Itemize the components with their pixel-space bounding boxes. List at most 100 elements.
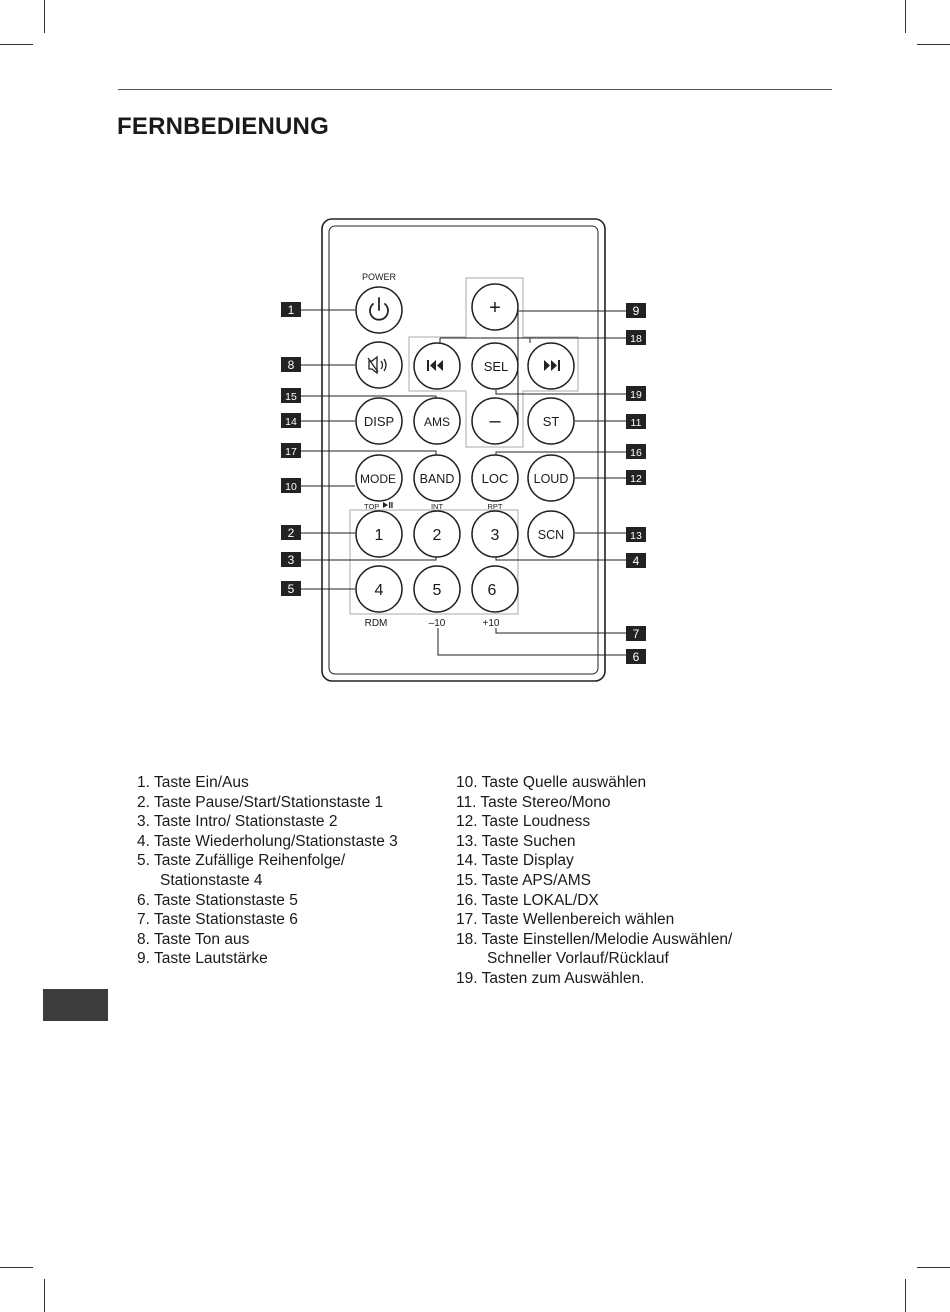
mode-button[interactable]	[355, 454, 403, 502]
svg-text:6: 6	[633, 650, 640, 664]
list-item: 17. Taste Wellenbereich wählen	[456, 911, 675, 929]
sel-button[interactable]	[471, 342, 519, 390]
mute-button[interactable]	[355, 341, 403, 389]
crop-mark	[905, 1279, 906, 1312]
band-button[interactable]	[413, 454, 461, 502]
preset-1-label: 1	[375, 527, 384, 544]
list-item: 13. Taste Suchen	[456, 832, 576, 850]
svg-text:18: 18	[630, 333, 642, 345]
remote-body-outer	[321, 218, 606, 682]
preset-6-button[interactable]	[471, 565, 519, 613]
preset-5-button[interactable]	[413, 565, 461, 613]
disp-label: DISP	[364, 414, 394, 429]
svg-text:10: 10	[285, 481, 297, 493]
list-item: 14. Taste Display	[456, 852, 574, 870]
minus-label: –	[489, 410, 501, 432]
callout-11: 11	[626, 414, 646, 429]
plus-label: +	[489, 297, 501, 319]
list-item: 10. Taste Quelle auswählen	[456, 774, 647, 791]
callout-14: 14	[281, 413, 301, 428]
list-item-continuation: Schneller Vorlauf/Rücklauf	[487, 950, 669, 968]
key-list-right: 10. Taste Quelle auswählen 11. Taste Ste…	[456, 773, 732, 989]
volume-minus-button[interactable]	[471, 397, 519, 445]
preset-3-label: 3	[491, 527, 500, 544]
list-item: 3. Taste Intro/ Stationstaste 2	[137, 813, 338, 831]
int-label: INT	[431, 502, 444, 511]
loc-label: LOC	[482, 471, 509, 486]
svg-text:4: 4	[633, 554, 640, 568]
volume-group-outline	[408, 277, 579, 448]
st-button[interactable]	[527, 397, 575, 445]
list-item: 9. Taste Lautstärke	[137, 950, 268, 968]
callout-8: 8	[281, 357, 301, 372]
list-item: 5. Taste Zufällige Reihenfolge/	[137, 852, 346, 870]
svg-text:13: 13	[630, 530, 642, 542]
remote-body-inner	[328, 225, 599, 675]
callout-18: 18	[626, 330, 646, 345]
disp-button[interactable]	[355, 397, 403, 445]
svg-text:19: 19	[630, 389, 642, 401]
scn-button[interactable]	[527, 510, 575, 558]
plus10-label: +10	[483, 618, 500, 629]
callout-2: 2	[281, 525, 301, 540]
svg-text:8: 8	[288, 358, 295, 372]
callout-3: 3	[281, 552, 301, 567]
svg-text:5: 5	[288, 582, 295, 596]
callout-5: 5	[281, 581, 301, 596]
volume-plus-button[interactable]	[471, 283, 519, 331]
mode-label: MODE	[360, 472, 396, 486]
svg-text:3: 3	[288, 553, 295, 567]
callout-12: 12	[626, 470, 646, 485]
callout-15: 15	[281, 388, 301, 403]
number-group-outline	[349, 509, 519, 615]
preset-3-button[interactable]	[471, 510, 519, 558]
next-icon	[544, 360, 560, 371]
loud-button[interactable]	[527, 454, 575, 502]
preset-2-label: 2	[433, 527, 442, 544]
crop-mark	[917, 44, 950, 45]
speaker-mute-icon	[367, 355, 387, 375]
list-item: 15. Taste APS/AMS	[456, 871, 591, 889]
svg-text:2: 2	[288, 526, 295, 540]
band-label: BAND	[420, 472, 455, 486]
key-list-left: 1. Taste Ein/Aus 2. Taste Pause/Start/St…	[137, 773, 398, 969]
list-item: 2. Taste Pause/Start/Stationstaste 1	[137, 793, 384, 811]
preset-4-button[interactable]	[355, 565, 403, 613]
previous-icon	[427, 360, 443, 371]
rdm-label: RDM	[365, 618, 388, 629]
svg-text:17: 17	[285, 446, 297, 458]
list-item: 8. Taste Ton aus	[137, 930, 250, 948]
language-tab-marker	[43, 989, 108, 1021]
rpt-label: RPT	[488, 502, 503, 511]
callout-7: 7	[626, 626, 646, 641]
callout-17: 17	[281, 443, 301, 458]
preset-1-button[interactable]	[355, 510, 403, 558]
crop-mark	[905, 0, 906, 33]
preset-2-button[interactable]	[413, 510, 461, 558]
callout-9: 9	[626, 303, 646, 318]
crop-mark	[0, 1267, 33, 1268]
top-label: TOP	[364, 502, 379, 511]
callout-10: 10	[281, 478, 301, 493]
loud-label: LOUD	[534, 472, 569, 486]
previous-button[interactable]	[413, 342, 461, 390]
preset-5-label: 5	[433, 582, 442, 599]
scn-label: SCN	[538, 528, 564, 542]
list-item: 7. Taste Stationstaste 6	[137, 911, 298, 929]
crop-mark	[44, 1279, 45, 1312]
crop-mark	[0, 44, 33, 45]
play-pause-icon	[383, 502, 393, 508]
list-item: 16. Taste LOKAL/DX	[456, 891, 599, 909]
list-item: 4. Taste Wiederholung/Stationstaste 3	[137, 832, 398, 850]
callout-1: 1	[281, 302, 301, 317]
list-item: 1. Taste Ein/Aus	[137, 774, 249, 791]
ams-button[interactable]	[413, 397, 461, 445]
svg-text:9: 9	[633, 304, 640, 318]
loc-button[interactable]	[471, 454, 519, 502]
svg-text:16: 16	[630, 447, 642, 459]
svg-text:1: 1	[288, 303, 295, 317]
list-item: 19. Tasten zum Auswählen.	[456, 969, 645, 987]
svg-text:12: 12	[630, 473, 642, 485]
page-title: FERNBEDIENUNG	[117, 113, 329, 140]
remote-control-diagram: POWER + SEL DISP AMS – ST MODE BAND LOC …	[281, 218, 646, 682]
